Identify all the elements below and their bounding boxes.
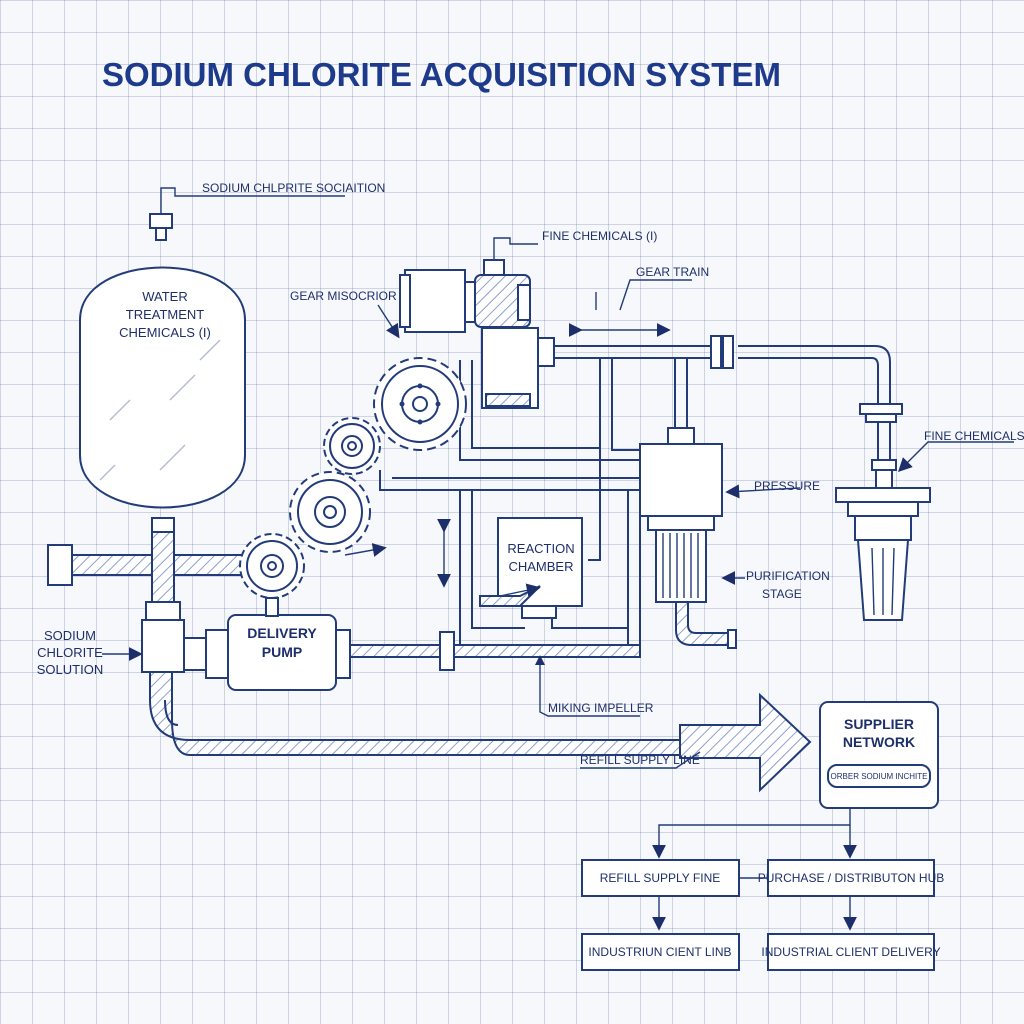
- diagram-title: SODIUM CHLORITE ACQUISITION SYSTEM: [102, 56, 781, 93]
- flow-connector-left: [652, 808, 851, 859]
- refill-arrow-head: [679, 692, 812, 793]
- motor-unit: [399, 259, 555, 409]
- gear-train-leader: [619, 279, 692, 311]
- sodium-label-line2: CHLORITE: [37, 645, 103, 660]
- pressure-label: PRESSURE: [754, 479, 820, 493]
- gear-drive-arrow: [344, 543, 387, 557]
- reaction-label-line2: CHAMBER: [508, 559, 573, 574]
- flow-box-4: [767, 933, 935, 971]
- flow-box-4-label: INDUSTRIAL CLIENT DELIVERY: [761, 945, 940, 959]
- purification-label-line1: PURIFICATION: [746, 569, 830, 583]
- purification-label-line2: STAGE: [762, 587, 802, 601]
- flow-box-2: [767, 859, 935, 897]
- gear-train-label: GEAR TRAIN: [636, 265, 709, 279]
- gear-medium: [289, 471, 371, 553]
- mixing-leader: [539, 660, 640, 717]
- gear-small: [323, 417, 381, 475]
- refill-supply-pipe: [149, 671, 812, 793]
- gear-large: [373, 357, 467, 451]
- reaction-label-line1: REACTION: [507, 541, 574, 556]
- water-treatment-tank: [79, 213, 246, 533]
- gear-misocrior-label: GEAR MISOCRIOR: [290, 289, 397, 303]
- flow-box-3-label: INDUSTRIUN CIENT LINB: [588, 945, 731, 959]
- flow-box-1: [581, 859, 740, 897]
- supplier-label-line2: NETWORK: [843, 734, 915, 750]
- flow-box-3: [581, 933, 740, 971]
- purification-vessel: [639, 427, 737, 649]
- pressure-leader: [725, 484, 801, 499]
- fine-chem-top-leader: [493, 237, 538, 260]
- gear-pump: [239, 533, 305, 617]
- pump-label-line2: PUMP: [262, 644, 302, 660]
- sodium-label-line3: SOLUTION: [37, 662, 103, 677]
- flow-box-2-label: PURCHASE / DISTRIBUTON HUB: [758, 871, 944, 885]
- reaction-chamber: [479, 517, 583, 619]
- dispenser-unit: [835, 403, 931, 621]
- gear-misocrior-leader: [377, 304, 400, 339]
- tank-label-line3: CHEMICALS (I): [119, 325, 211, 340]
- top-valve-label: SODIUM CHLPRITE SOCIAITION: [202, 181, 385, 195]
- order-button-label: ORBER SODIUM INCHITE: [831, 772, 928, 781]
- refill-leader: [580, 751, 701, 769]
- mixing-impeller-label: MIKING IMPELLER: [548, 701, 654, 715]
- tank-label-line2: TREATMENT: [126, 307, 205, 322]
- fine-chem-right-label: FINE CHEMICALS (I): [924, 429, 1024, 443]
- fine-chem-right-leader: [898, 441, 1014, 472]
- pump-label-line1: DELIVERY: [247, 625, 317, 641]
- flow-box-1-label: REFILL SUPPLY FINE: [600, 871, 721, 885]
- fine-chem-top-label: FINE CHEMICALS (I): [542, 229, 657, 243]
- supplier-label-line1: SUPPLIER: [844, 716, 914, 732]
- order-sodium-button[interactable]: ORBER SODIUM INCHITE: [827, 764, 931, 788]
- pipe-network: [379, 335, 891, 657]
- tank-label-line1: WATER: [142, 289, 188, 304]
- top-valve-leader: [160, 187, 345, 214]
- sodium-label-line1: SODIUM: [44, 628, 96, 643]
- refill-line-label: REFILL SUPPLY LINE: [580, 753, 700, 767]
